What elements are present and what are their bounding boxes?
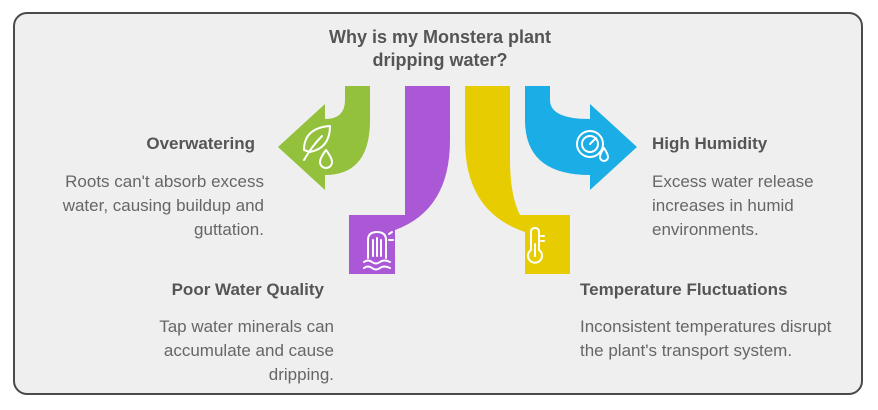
high-humidity-arrow — [525, 86, 637, 190]
temperature-fluctuations-heading: Temperature Fluctuations — [580, 280, 788, 299]
poor-water-quality-heading: Poor Water Quality — [171, 280, 324, 299]
thermometer-icon — [527, 227, 545, 264]
high-humidity-heading: High Humidity — [652, 134, 768, 153]
leaf-water-drop-icon — [303, 125, 333, 169]
poor-water-quality-description: Tap water minerals can accumulate and ca… — [159, 317, 334, 384]
overwatering-description: Roots can't absorb excess water, causing… — [62, 172, 264, 239]
water-filter-icon — [363, 231, 394, 271]
high-humidity-description: Excess water release increases in humid … — [652, 172, 814, 239]
humidity-gauge-icon — [576, 130, 609, 162]
diagram-frame — [13, 12, 863, 395]
poor-water-quality-arrow — [349, 86, 450, 274]
overwatering-arrow — [278, 86, 370, 190]
temperature-fluctuations-description: Inconsistent temperatures disrupt the pl… — [580, 317, 832, 360]
diagram-title: Why is my Monstera plant dripping water? — [328, 27, 552, 70]
overwatering-heading: Overwatering — [146, 134, 255, 153]
temperature-fluctuations-arrow — [465, 86, 570, 274]
